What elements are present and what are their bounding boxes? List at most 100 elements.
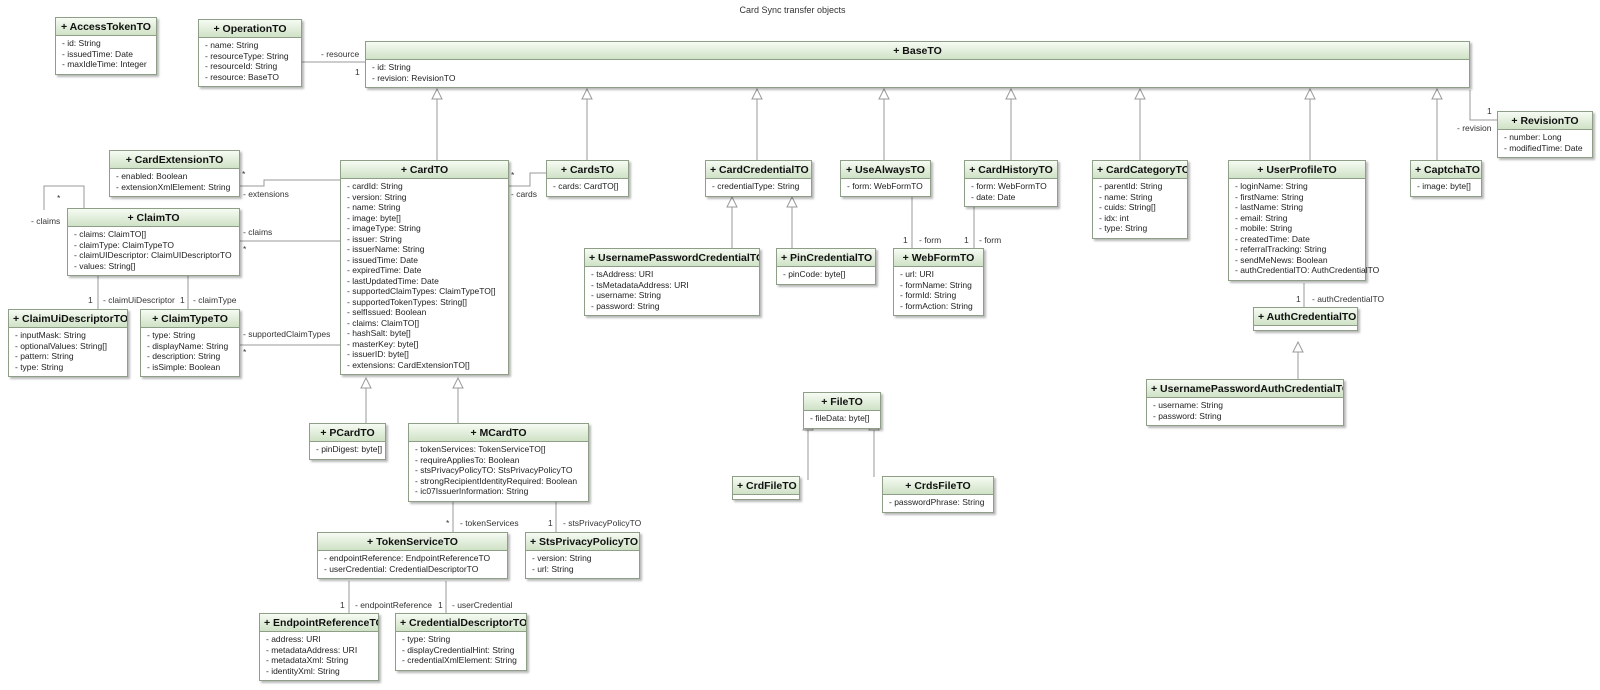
class-pin-credential: + PinCredentialTO- pinCode: byte[]	[776, 248, 876, 285]
class-card-extension: + CardExtensionTO- enabled: Boolean- ext…	[109, 150, 240, 197]
class-attribute: - issuedTime: Date	[347, 254, 419, 265]
class-attributes: - id: String- revision: RevisionTO	[366, 60, 1469, 87]
class-attribute: - formId: String	[900, 290, 957, 300]
class-attribute: - description: String	[147, 351, 221, 361]
class-crd-file: + CrdFileTO	[732, 476, 800, 500]
class-attribute: - resource: BaseTO	[205, 71, 280, 82]
label-cards-role: - cards	[511, 189, 537, 199]
class-name: + CrdFileTO	[733, 477, 799, 495]
class-name: + UserProfileTO	[1229, 161, 1365, 179]
class-claim: + ClaimTO- claims: ClaimTO[]- claimType:…	[67, 208, 240, 276]
class-attributes: - address: URI- metadataAddress: URI- me…	[260, 632, 378, 680]
class-name: + EndpointReferenceTO	[260, 614, 378, 632]
label-usercred-mult: 1	[438, 600, 443, 610]
class-attribute: - parentId: String	[1099, 181, 1163, 191]
class-claim-ui-descriptor: + ClaimUiDescriptorTO- inputMask: String…	[8, 309, 128, 377]
class-card-category: + CardCategoryTO- parentId: String- name…	[1092, 160, 1188, 239]
class-name: + UsernamePasswordCredentialTO	[585, 249, 759, 267]
class-attribute: - email: String	[1235, 212, 1288, 223]
label-resource-role: - resource	[321, 49, 360, 59]
class-attribute: - authCredentialTO: AuthCredentialTO	[1235, 265, 1380, 275]
class-auth-credential: + AuthCredentialTO	[1253, 307, 1358, 331]
class-credential-descriptor: + CredentialDescriptorTO- type: String- …	[395, 613, 527, 671]
class-attribute: - image: byte[]	[347, 212, 401, 223]
label-sts-mult: 1	[548, 518, 553, 528]
label-supported-mult: *	[243, 347, 247, 357]
association-edges	[43, 61, 1497, 616]
class-sts-privacy-policy: + StsPrivacyPolicyTO- version: String- u…	[525, 532, 640, 579]
class-name: + MCardTO	[409, 424, 588, 442]
class-attribute: - firstName: String	[1235, 191, 1304, 202]
class-attributes: - name: String- resourceType: String- re…	[199, 38, 301, 86]
class-name: + ClaimUiDescriptorTO	[9, 310, 127, 328]
class-attribute: - strongRecipientIdentityRequired: Boole…	[415, 475, 578, 486]
label-claim-ui-role: - claimUiDescriptor	[103, 295, 175, 305]
diagram-title: Card Sync transfer objects	[739, 5, 846, 15]
class-attribute: - type: String	[147, 330, 196, 340]
class-attribute: - pinCode: byte[]	[783, 269, 846, 279]
class-attribute: - identityXml: String	[266, 665, 340, 676]
class-attributes: - image: byte[]	[1411, 179, 1481, 196]
class-attributes: - inputMask: String- optionalValues: Str…	[9, 328, 127, 376]
class-attribute: - type: String	[15, 361, 64, 372]
class-operation: + OperationTO- name: String- resourceTyp…	[198, 19, 302, 87]
class-attribute: - image: byte[]	[1417, 181, 1471, 191]
class-attributes: - parentId: String- name: String- cuids:…	[1093, 179, 1187, 238]
class-name: + CardExtensionTO	[110, 151, 239, 169]
label-sts-role: - stsPrivacyPolicyTO	[563, 518, 642, 528]
class-attribute: - form: WebFormTO	[971, 181, 1047, 191]
class-attribute: - claimType: ClaimTypeTO	[74, 239, 174, 250]
class-attribute: - url: String	[532, 563, 574, 574]
class-name: + WebFormTO	[894, 249, 983, 267]
class-base: + BaseTO- id: String- revision: Revision…	[365, 41, 1470, 88]
label-form1-role: - form	[919, 235, 941, 245]
class-name: + CrdsFileTO	[883, 477, 993, 495]
class-attribute: - version: String	[347, 191, 407, 202]
class-name: + CardTO	[341, 161, 508, 179]
class-attribute: - passwordPhrase: String	[889, 497, 985, 507]
label-form2-mult: 1	[964, 235, 969, 245]
class-attribute: - address: URI	[266, 634, 321, 644]
class-file: + FileTO- fileData: byte[]	[803, 392, 881, 429]
class-attribute: - tsAddress: URI	[591, 269, 654, 279]
class-name: + CardHistoryTO	[965, 161, 1057, 179]
class-attributes: - enabled: Boolean- extensionXmlElement:…	[110, 169, 239, 196]
class-attribute: - issuerID: byte[]	[347, 349, 409, 359]
class-name: + TokenServiceTO	[318, 533, 507, 551]
class-attribute: - name: String	[347, 202, 401, 212]
class-attributes: - form: WebFormTO	[841, 179, 930, 196]
class-attribute: - type: String	[1099, 223, 1148, 233]
label-endpoint-role: - endpointReference	[355, 600, 432, 610]
class-name: + ClaimTO	[68, 209, 239, 227]
class-name: + CardCategoryTO	[1093, 161, 1187, 179]
class-attribute: - revision: RevisionTO	[372, 72, 456, 83]
class-attribute: - isSimple: Boolean	[147, 361, 221, 372]
class-name: + BaseTO	[366, 42, 1469, 60]
class-attribute: - expiredTime: Date	[347, 265, 422, 275]
class-attribute: - resourceId: String	[205, 61, 278, 71]
class-name: + CaptchaTO	[1411, 161, 1481, 179]
class-attribute: - password: String	[591, 300, 660, 311]
class-attribute: - lastName: String	[1235, 202, 1304, 212]
class-attributes: - username: String- password: String	[1147, 398, 1343, 425]
class-card: + CardTO- cardId: String- version: Strin…	[340, 160, 509, 375]
class-attribute: - displayName: String	[147, 340, 229, 351]
class-attributes	[1254, 326, 1357, 330]
class-attribute: - selfIssued: Boolean	[347, 307, 427, 317]
class-attribute: - stsPrivacyPolicyTO: StsPrivacyPolicyTO	[415, 465, 573, 475]
class-attribute: - form: WebFormTO	[847, 181, 923, 191]
class-pcard: + PCardTO- pinDigest: byte[]	[309, 423, 386, 460]
class-attribute: - cards: CardTO[]	[553, 181, 619, 191]
class-attribute: - claimUIDescriptor: ClaimUIDescriptorTO	[74, 250, 232, 260]
class-attributes: - form: WebFormTO- date: Date	[965, 179, 1057, 206]
label-cards-mult: *	[511, 170, 515, 180]
class-name: + PCardTO	[310, 424, 385, 442]
class-name: + CardCredentialTO	[706, 161, 811, 179]
class-crds-file: + CrdsFileTO - passwordPhrase: String	[882, 476, 994, 513]
class-attribute: - supportedTokenTypes: String[]	[347, 296, 468, 307]
class-attribute: - userCredential: CredentialDescriptorTO	[324, 563, 479, 574]
label-self-claims-role: - claims	[31, 216, 60, 226]
label-supported-role: - supportedClaimTypes	[243, 329, 330, 339]
label-revision-mult: 1	[1487, 106, 1492, 116]
